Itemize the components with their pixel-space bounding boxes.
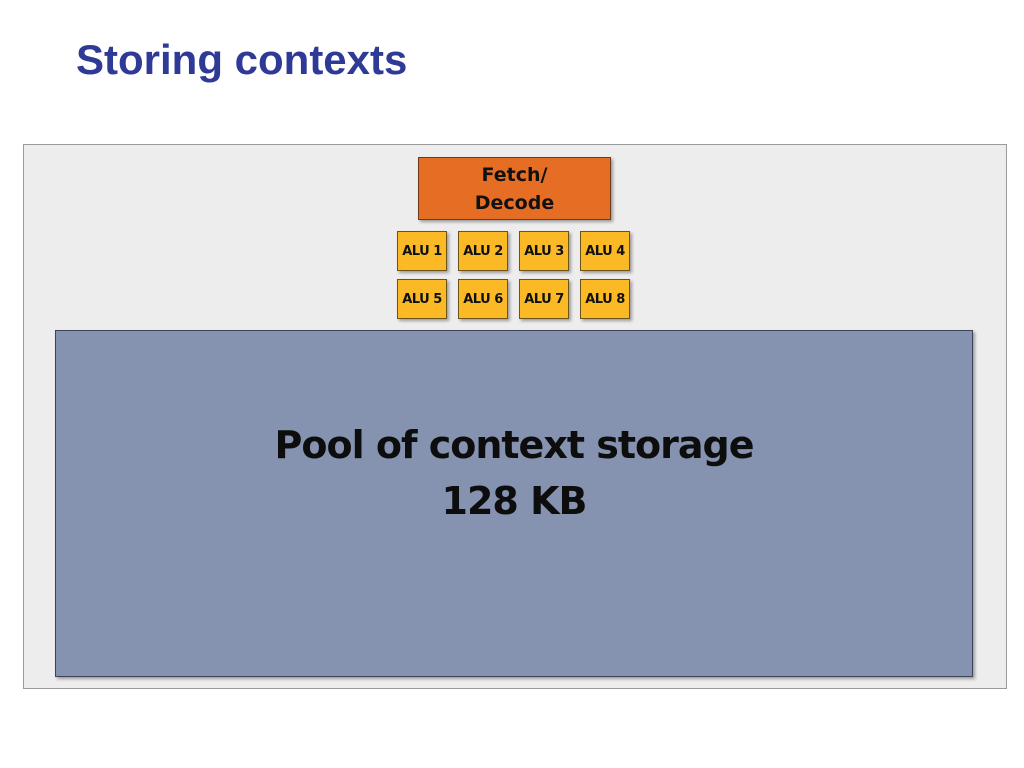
- alu-2: ALU 2: [458, 231, 508, 271]
- alu-label: ALU 4: [585, 243, 625, 259]
- alu-label: ALU 5: [402, 291, 442, 307]
- context-storage-pool: Pool of context storage 128 KB: [55, 330, 973, 677]
- alu-label: ALU 3: [524, 243, 564, 259]
- alu-label: ALU 1: [402, 243, 442, 259]
- alu-5: ALU 5: [397, 279, 447, 319]
- fetch-decode-block: Fetch/ Decode: [418, 157, 611, 220]
- slide-title: Storing contexts: [76, 36, 408, 83]
- alu-label: ALU 7: [524, 291, 564, 307]
- alu-7: ALU 7: [519, 279, 569, 319]
- alu-label: ALU 8: [585, 291, 625, 307]
- context-pool-size: 128 KB: [441, 479, 588, 523]
- fetch-decode-label: Fetch/ Decode: [474, 163, 555, 214]
- alu-3: ALU 3: [519, 231, 569, 271]
- alu-label: ALU 6: [463, 291, 503, 307]
- alu-8: ALU 8: [580, 279, 630, 319]
- alu-label: ALU 2: [463, 243, 503, 259]
- alu-6: ALU 6: [458, 279, 508, 319]
- alu-1: ALU 1: [397, 231, 447, 271]
- alu-4: ALU 4: [580, 231, 630, 271]
- context-pool-title: Pool of context storage: [274, 423, 755, 467]
